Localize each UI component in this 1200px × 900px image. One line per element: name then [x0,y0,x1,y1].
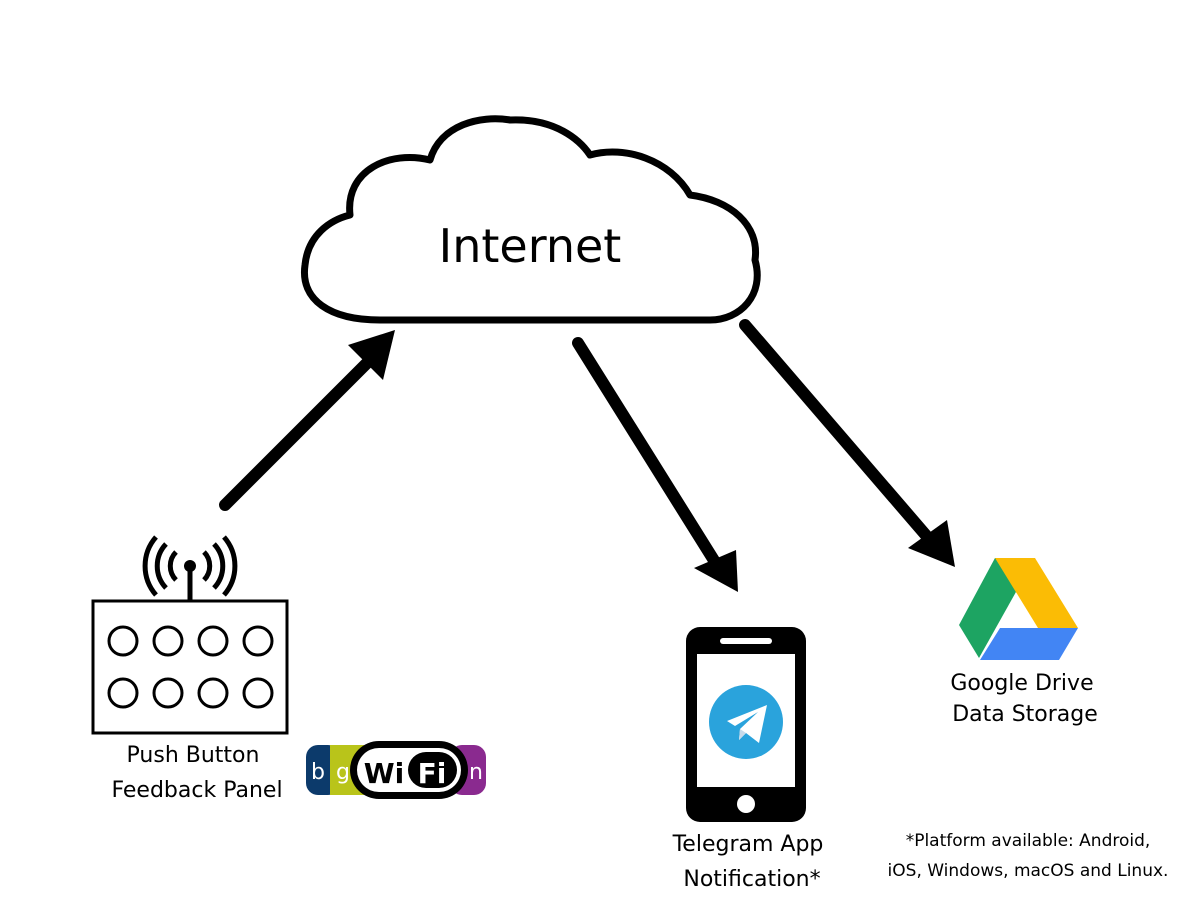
phone-label-line1: Telegram App [672,832,824,857]
wifi-letter-fi: Fi [418,757,447,790]
panel-button[interactable] [197,625,229,657]
panel-label-line2: Feedback Panel [111,778,282,803]
wifi-letter-g: g [336,760,350,785]
panel-button[interactable] [197,677,229,709]
push-button-panel: Push Button Feedback Panel [91,535,289,803]
arrow-internet-to-telegram [572,337,738,592]
wifi-letter-wi: Wi [364,757,404,790]
panel-button[interactable] [152,625,184,657]
smartphone: Telegram App Notification* [672,627,824,892]
internet-cloud: Internet [300,115,761,324]
panel-box [91,599,289,735]
google-drive-logo: Google Drive Data Storage [950,558,1098,727]
arrow-panel-to-internet [219,330,395,511]
panel-button[interactable] [107,625,139,657]
telegram-icon[interactable] [709,685,783,759]
footnote-line1: *Platform available: Android, [906,831,1151,851]
phone-home-button[interactable] [737,795,755,813]
cloud-label: Internet [439,219,622,273]
drive-label-line1: Google Drive [950,671,1093,696]
wifi-bgn-logo: b g Wi Fi n [306,741,486,799]
footnote-line2: iOS, Windows, macOS and Linux. [888,861,1169,881]
wifi-letter-b: b [311,760,325,785]
panel-button[interactable] [152,677,184,709]
panel-button[interactable] [242,625,274,657]
wifi-letter-n: n [469,760,483,785]
drive-label-line2: Data Storage [952,702,1098,727]
arrow-internet-to-drive [739,319,955,567]
antenna-icon [142,535,238,600]
drive-yellow-segment [995,558,1078,628]
panel-button[interactable] [242,677,274,709]
drive-blue-segment [980,628,1078,660]
panel-label-line1: Push Button [127,743,260,768]
panel-button[interactable] [107,677,139,709]
phone-speaker [720,638,772,644]
platform-footnote: *Platform available: Android, iOS, Windo… [888,831,1169,881]
phone-label-line2: Notification* [683,867,820,892]
